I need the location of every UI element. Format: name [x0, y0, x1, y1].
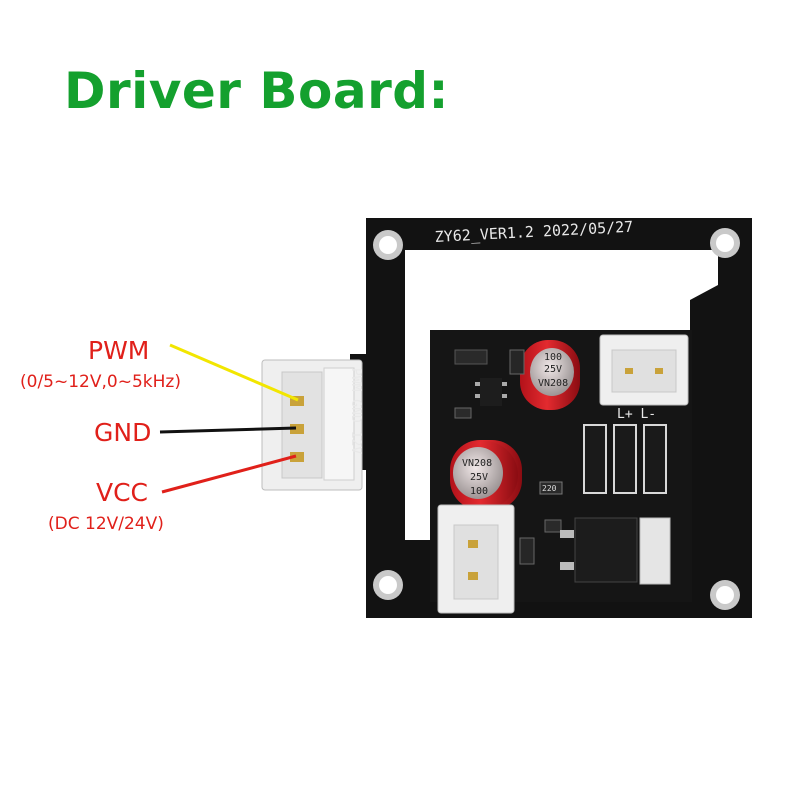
diode-array [583, 424, 667, 494]
smd-components [454, 349, 563, 565]
mounting-holes [373, 228, 740, 610]
gnd-label: GND [94, 418, 152, 447]
capacitor-2-series: VN208 [462, 458, 492, 469]
capacitor-1-value: 100 [544, 352, 562, 363]
capacitor-2-value: 100 [470, 486, 488, 497]
pwm-spec-label: (0/5~12V,0~5kHz) [20, 372, 181, 392]
mosfet [560, 517, 671, 585]
capacitor-1-series: VN208 [538, 378, 568, 389]
smd-marking: 220 [542, 484, 557, 493]
pwm-wire [169, 343, 299, 402]
vcc-label: VCC [96, 478, 149, 507]
page-title: Driver Board: [64, 62, 450, 120]
vcc-wire [161, 454, 297, 494]
gnd-wire [159, 426, 297, 434]
capacitor-1 [520, 340, 580, 410]
capacitor-2-voltage: 25V [470, 472, 488, 483]
input-connector [261, 359, 363, 491]
vcc-spec-label: (DC 12V/24V) [48, 514, 164, 534]
small-chip [509, 349, 525, 375]
capacitor-1-voltage: 25V [544, 364, 562, 375]
pin-labels: PWM GND 12V [348, 368, 363, 454]
pwm-label: PWM [88, 336, 150, 365]
output-connector [599, 334, 689, 406]
capacitor-2 [450, 440, 522, 510]
bottom-connector [437, 504, 515, 614]
output-label: L+ L- [617, 407, 656, 422]
